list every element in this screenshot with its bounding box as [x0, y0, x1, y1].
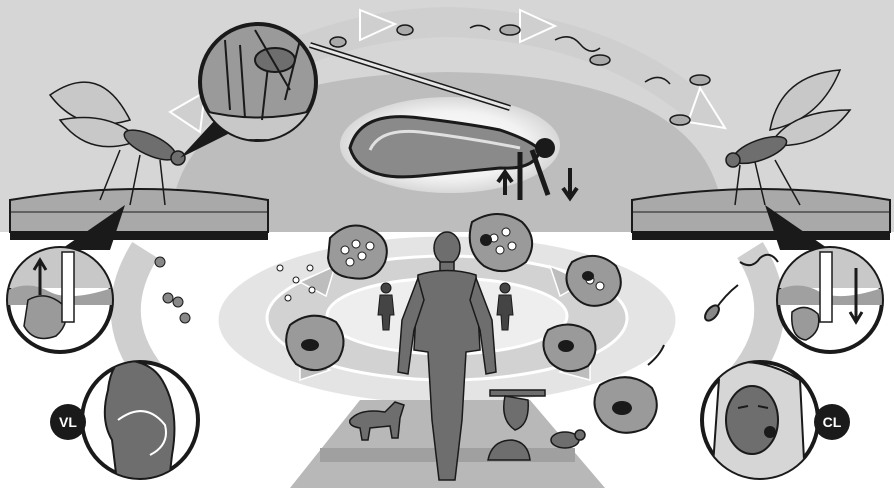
vl-label: VL: [59, 414, 77, 430]
cl-magnifier-circle: [702, 362, 818, 480]
cl-label: CL: [823, 414, 842, 430]
skin-platform-right: [632, 189, 890, 240]
skin-platform-left: [10, 189, 268, 240]
